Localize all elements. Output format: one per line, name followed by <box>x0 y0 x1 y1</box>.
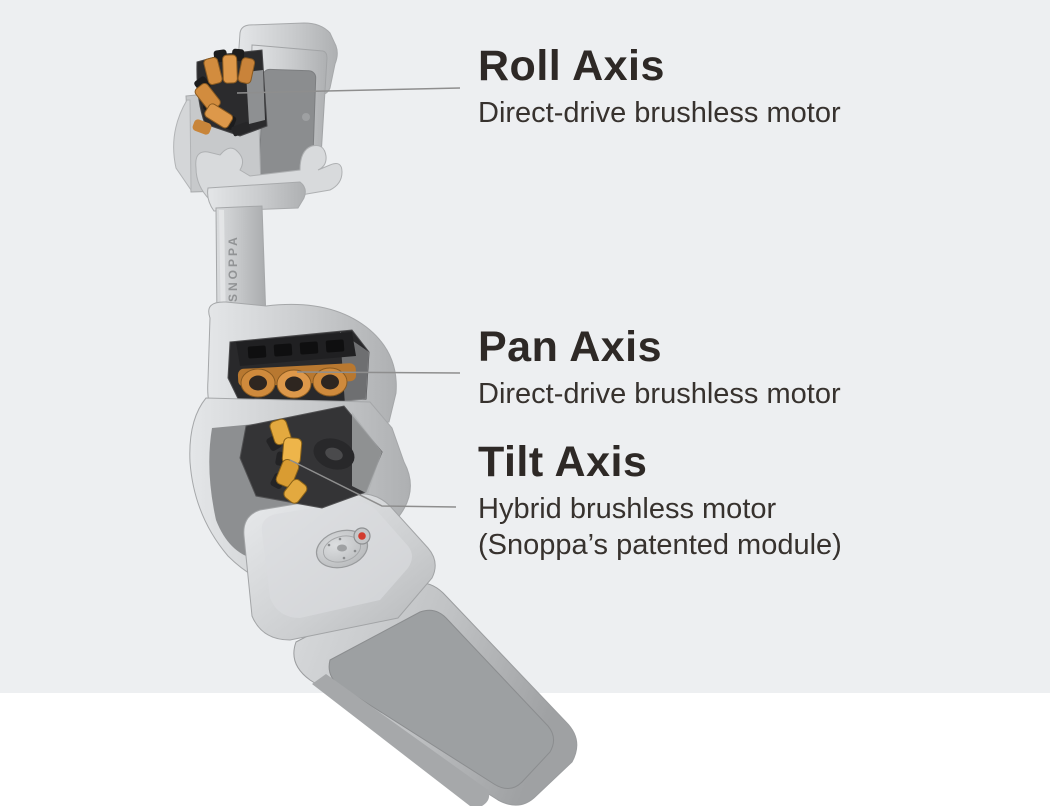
record-button <box>353 527 371 545</box>
callout-line-tilt <box>289 459 457 508</box>
pan-motor-coils <box>240 367 348 399</box>
background-band <box>0 0 1050 693</box>
callout-line-roll <box>236 87 461 94</box>
pan-axis-title: Pan Axis <box>478 323 663 371</box>
roll-motor-cutaway <box>192 48 268 137</box>
annotation-roll-axis: Roll Axis Direct-drive brushless motor <box>478 42 841 130</box>
clamp-screw <box>302 113 310 121</box>
tilt-axis-desc-line1: Hybrid brushless motor <box>478 493 777 526</box>
snoppa-logo: SNOPPA <box>226 234 240 302</box>
grip-side-strip <box>312 674 490 806</box>
roll-motor-coils <box>192 48 256 137</box>
tilt-axis-title: Tilt Axis <box>478 438 648 486</box>
tilt-motor-cutaway <box>239 405 383 509</box>
control-head <box>243 493 436 641</box>
roll-axis-desc: Direct-drive brushless motor <box>478 97 841 130</box>
callout-line-pan <box>296 371 461 374</box>
pan-motor-cutaway <box>227 329 370 412</box>
phone-clamp <box>173 22 343 212</box>
annotation-tilt-axis: Tilt Axis Hybrid brushless motor (Snoppa… <box>478 438 842 563</box>
roll-axis-title: Roll Axis <box>478 42 665 90</box>
handle-grip <box>293 582 578 806</box>
pan-axis-desc: Direct-drive brushless motor <box>478 378 841 411</box>
annotation-pan-axis: Pan Axis Direct-drive brushless motor <box>478 323 841 411</box>
tilt-axis-desc-line2: (Snoppa’s patented module) <box>478 529 842 562</box>
